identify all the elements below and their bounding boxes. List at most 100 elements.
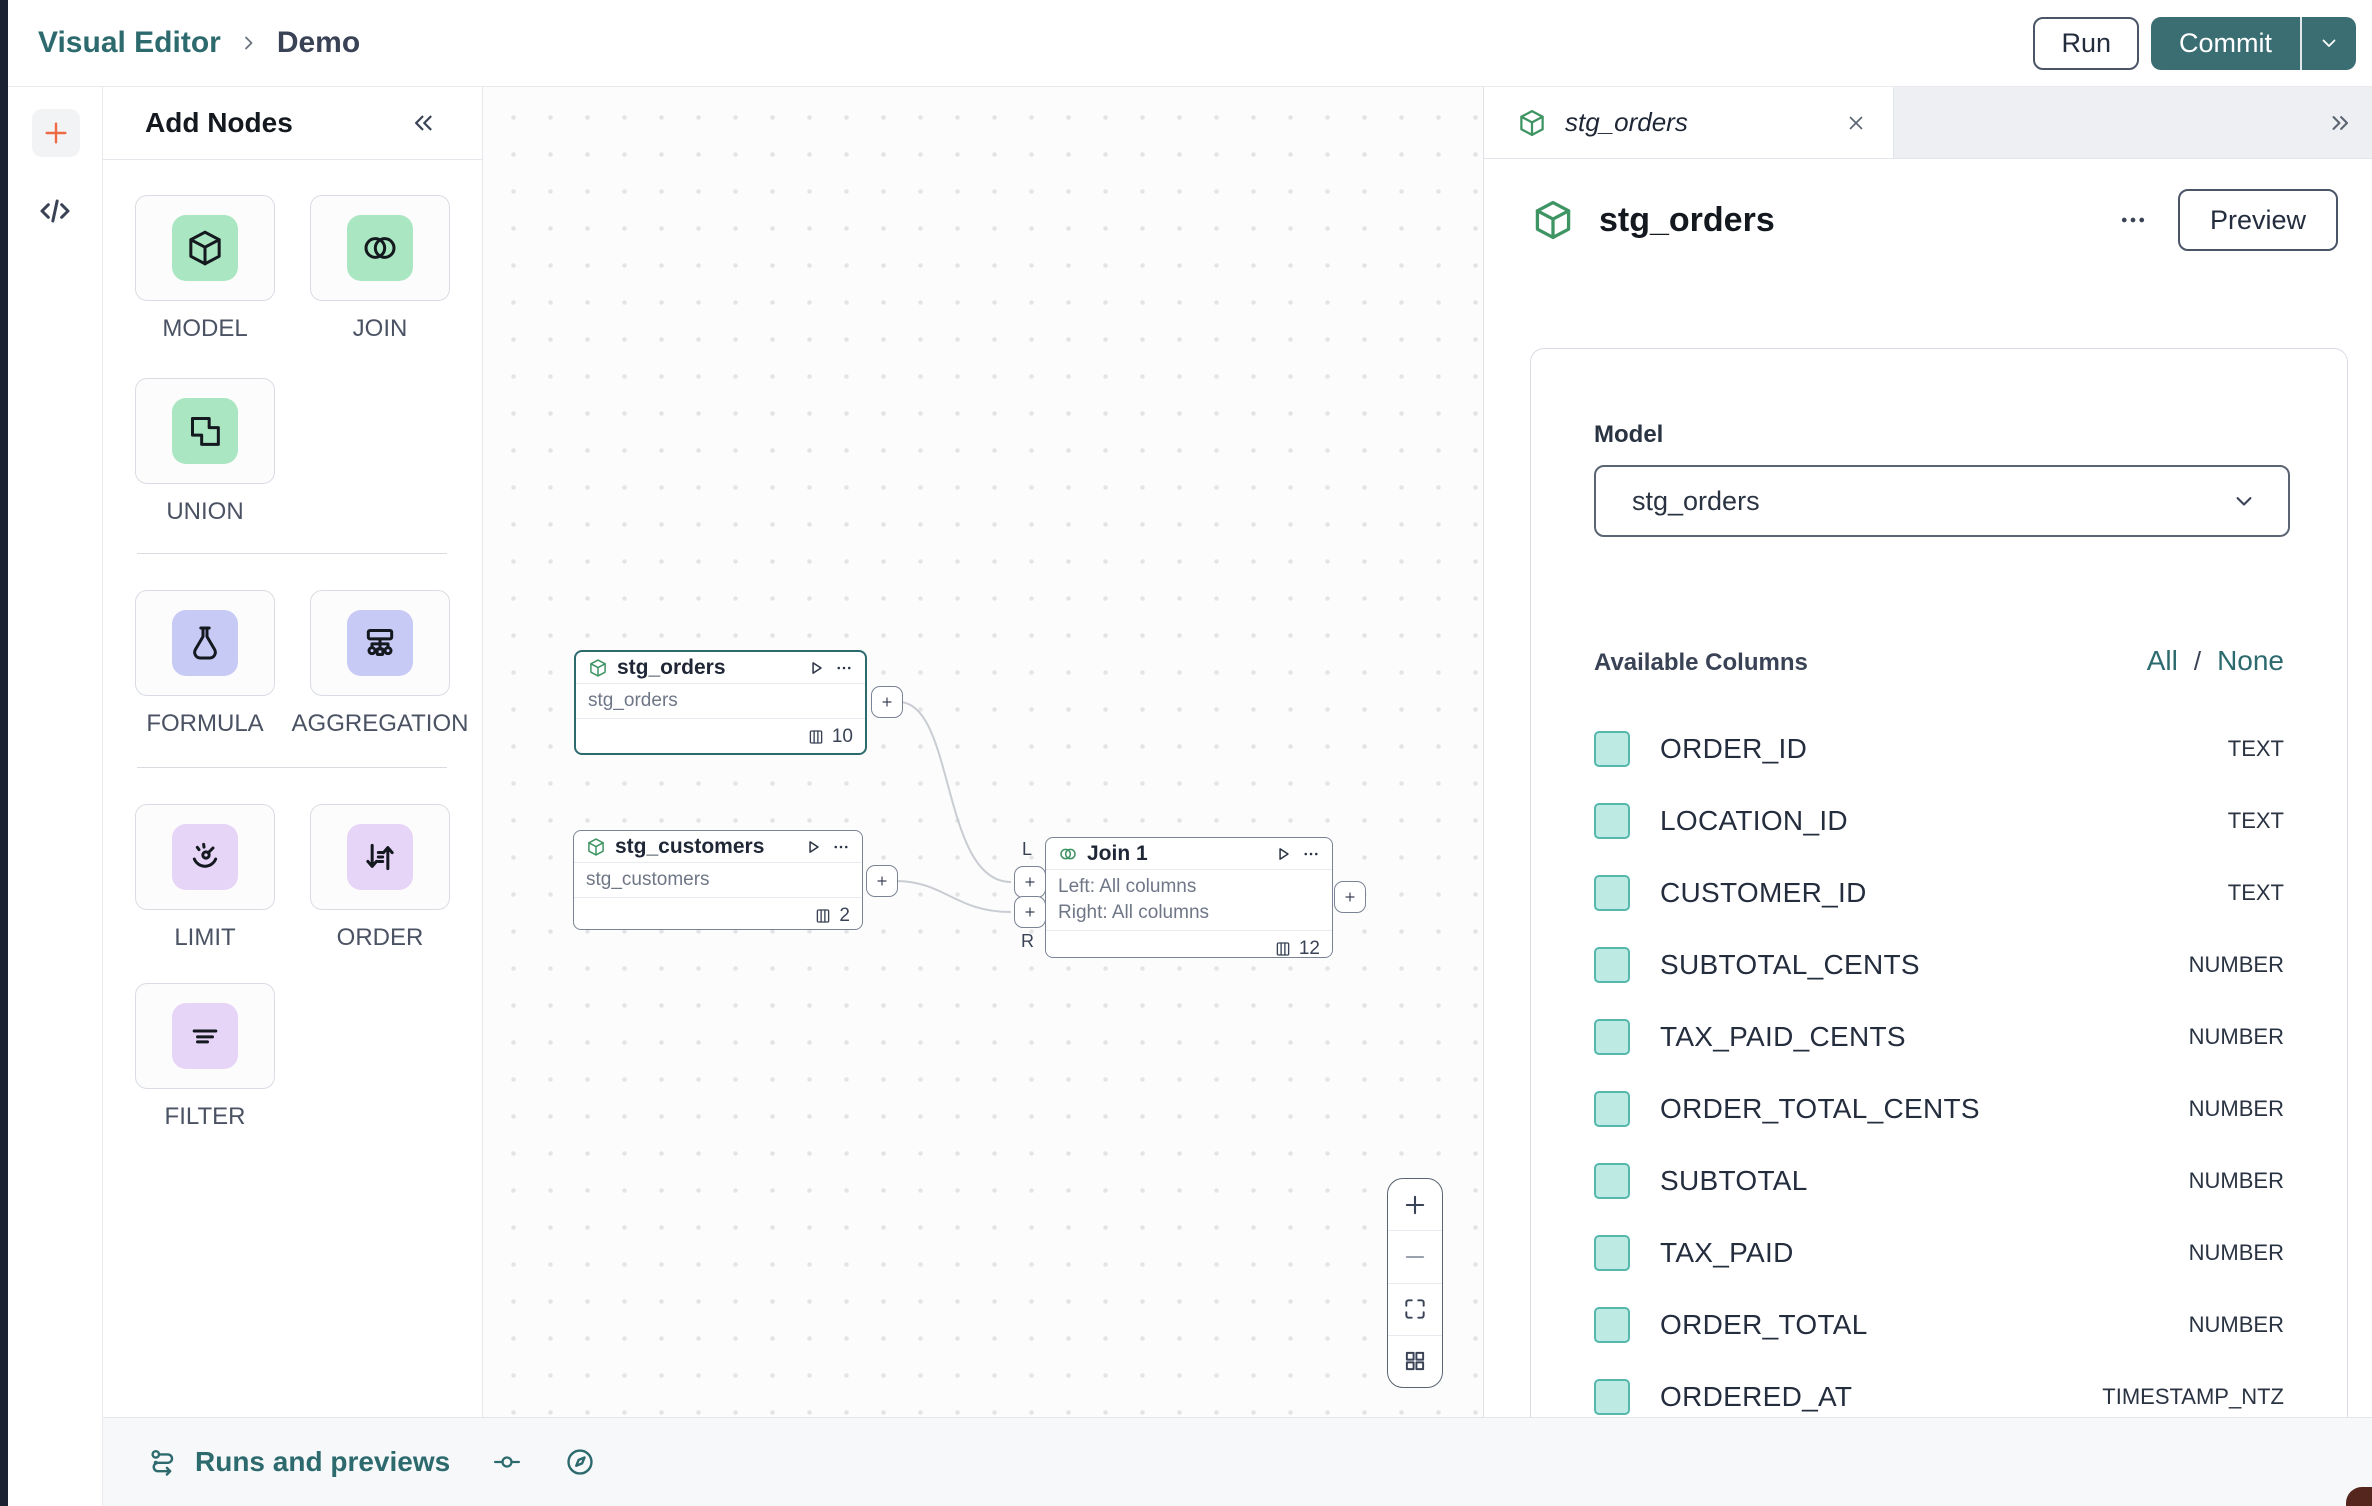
ellipsis-icon[interactable] bbox=[835, 659, 853, 677]
plus-icon bbox=[882, 697, 892, 707]
code-icon bbox=[40, 199, 70, 223]
column-count: 10 bbox=[831, 726, 853, 747]
node-subtitle: stg_customers bbox=[586, 869, 710, 890]
column-row[interactable]: TAX_PAID NUMBER bbox=[1594, 1233, 2284, 1273]
commit-node-button[interactable] bbox=[492, 1447, 522, 1477]
join-icon bbox=[1058, 844, 1078, 864]
ellipsis-icon[interactable] bbox=[1302, 845, 1320, 863]
node-card-union[interactable]: UNION bbox=[135, 378, 275, 525]
pipeline-canvas[interactable]: stg_orders stg_orders 10 bbox=[483, 87, 1483, 1417]
code-view-button[interactable] bbox=[33, 191, 77, 231]
node-card-join[interactable]: JOIN bbox=[310, 195, 450, 342]
zoom-in-button[interactable] bbox=[1388, 1179, 1442, 1232]
column-checkbox[interactable] bbox=[1594, 731, 1630, 767]
runs-and-previews-button[interactable]: Runs and previews bbox=[147, 1446, 450, 1478]
play-icon[interactable] bbox=[806, 658, 826, 678]
node-card-aggregation[interactable]: AGGREGATION bbox=[292, 590, 468, 737]
breadcrumb-visual-editor[interactable]: Visual Editor bbox=[38, 26, 221, 59]
fit-view-button[interactable] bbox=[1388, 1284, 1442, 1336]
node-card-filter[interactable]: FILTER bbox=[135, 983, 275, 1130]
compass-button[interactable] bbox=[564, 1446, 596, 1478]
columns-icon bbox=[807, 728, 825, 746]
select-all-link[interactable]: All bbox=[2146, 645, 2178, 676]
play-icon[interactable] bbox=[1273, 844, 1293, 864]
expand-panel-button[interactable] bbox=[2326, 87, 2354, 158]
column-checkbox[interactable] bbox=[1594, 1307, 1630, 1343]
columns-icon bbox=[814, 907, 832, 925]
column-name: TAX_PAID bbox=[1660, 1237, 1794, 1268]
join-right-summary: Right: All columns bbox=[1058, 902, 1210, 923]
column-row[interactable]: ORDER_ID TEXT bbox=[1594, 729, 2284, 769]
join-right-input-port[interactable] bbox=[1014, 896, 1046, 928]
column-row[interactable]: ORDER_TOTAL_CENTS NUMBER bbox=[1594, 1089, 2284, 1129]
add-node-rail-button[interactable] bbox=[32, 109, 80, 157]
column-count: 12 bbox=[1298, 938, 1320, 959]
canvas-node-stg-orders[interactable]: stg_orders stg_orders 10 bbox=[574, 650, 867, 755]
model-select[interactable]: stg_orders bbox=[1594, 465, 2290, 537]
column-checkbox[interactable] bbox=[1594, 1379, 1630, 1415]
available-columns-header: Available Columns All / None bbox=[1594, 645, 2284, 677]
node-card-label: MODEL bbox=[162, 315, 248, 342]
collapse-panel-button[interactable] bbox=[408, 108, 438, 138]
node-card-label: UNION bbox=[166, 498, 244, 525]
join-left-input-port[interactable] bbox=[1014, 866, 1046, 898]
output-port-join-1[interactable] bbox=[1334, 881, 1366, 913]
column-checkbox[interactable] bbox=[1594, 1091, 1630, 1127]
close-icon[interactable] bbox=[1845, 112, 1867, 134]
plus-icon bbox=[877, 876, 887, 886]
preview-button[interactable]: Preview bbox=[2177, 189, 2338, 251]
output-port-stg-customers[interactable] bbox=[866, 865, 898, 897]
column-row[interactable]: SUBTOTAL_CENTS NUMBER bbox=[1594, 945, 2284, 985]
ellipsis-icon[interactable] bbox=[832, 838, 850, 856]
play-icon[interactable] bbox=[803, 837, 823, 857]
edge-layer bbox=[894, 701, 1012, 913]
column-row[interactable]: ORDER_TOTAL NUMBER bbox=[1594, 1305, 2284, 1345]
node-card-label: LIMIT bbox=[174, 924, 236, 951]
panel-ellipsis-button[interactable] bbox=[2112, 205, 2154, 235]
columns-list: ORDER_ID TEXT LOCATION_ID TEXT CUSTOMER_… bbox=[1594, 729, 2284, 1417]
node-detail-panel: stg_orders stg_orders Preview Model stg_ bbox=[1483, 87, 2372, 1417]
runs-icon bbox=[151, 1450, 174, 1476]
model-cube-icon bbox=[588, 658, 608, 678]
node-card-model[interactable]: MODEL bbox=[135, 195, 275, 342]
join-left-port-label: L bbox=[1022, 839, 1033, 859]
column-row[interactable]: CUSTOMER_ID TEXT bbox=[1594, 873, 2284, 913]
column-checkbox[interactable] bbox=[1594, 1235, 1630, 1271]
node-card-formula[interactable]: FORMULA bbox=[135, 590, 275, 737]
zoom-out-button[interactable] bbox=[1388, 1231, 1442, 1284]
all-none-separator: / bbox=[2193, 646, 2202, 676]
zoom-in-icon bbox=[1405, 1195, 1425, 1214]
column-checkbox[interactable] bbox=[1594, 1019, 1630, 1055]
column-row[interactable]: TAX_PAID_CENTS NUMBER bbox=[1594, 1017, 2284, 1057]
runs-and-previews-label: Runs and previews bbox=[195, 1446, 451, 1477]
column-row[interactable]: SUBTOTAL NUMBER bbox=[1594, 1161, 2284, 1201]
layout-grid-button[interactable] bbox=[1388, 1336, 1442, 1387]
node-card-label: AGGREGATION bbox=[291, 710, 469, 737]
node-card-limit[interactable]: LIMIT bbox=[135, 804, 275, 951]
commit-button[interactable]: Commit bbox=[2179, 27, 2272, 58]
bottom-bar: Runs and previews bbox=[103, 1417, 2372, 1506]
column-checkbox[interactable] bbox=[1594, 875, 1630, 911]
select-none-link[interactable]: None bbox=[2217, 645, 2284, 676]
canvas-node-stg-customers[interactable]: stg_customers stg_customers 2 bbox=[573, 830, 863, 930]
column-type: TEXT bbox=[2227, 736, 2284, 761]
add-nodes-panel: Add Nodes MODEL JOIN UNION bbox=[103, 87, 483, 1506]
model-cube-icon bbox=[172, 215, 238, 281]
column-row[interactable]: LOCATION_ID TEXT bbox=[1594, 801, 2284, 841]
commit-node-icon bbox=[494, 1456, 521, 1468]
column-name: TAX_PAID_CENTS bbox=[1660, 1021, 1906, 1052]
column-checkbox[interactable] bbox=[1594, 947, 1630, 983]
column-checkbox[interactable] bbox=[1594, 803, 1630, 839]
panel-divider bbox=[137, 767, 447, 768]
node-card-order[interactable]: ORDER bbox=[310, 804, 450, 951]
node-title: stg_orders bbox=[617, 655, 726, 679]
canvas-node-join-1[interactable]: Join 1 Left: All columns Right: All colu… bbox=[1045, 837, 1333, 959]
output-port-stg-orders[interactable] bbox=[871, 686, 903, 718]
help-widget[interactable] bbox=[2346, 1487, 2372, 1506]
tab-stg-orders[interactable]: stg_orders bbox=[1484, 87, 1894, 158]
run-button[interactable]: Run bbox=[2033, 16, 2139, 70]
column-row[interactable]: ORDERED_AT TIMESTAMP_NTZ bbox=[1594, 1377, 2284, 1417]
column-checkbox[interactable] bbox=[1594, 1163, 1630, 1199]
commit-dropdown-button[interactable] bbox=[2300, 16, 2356, 70]
